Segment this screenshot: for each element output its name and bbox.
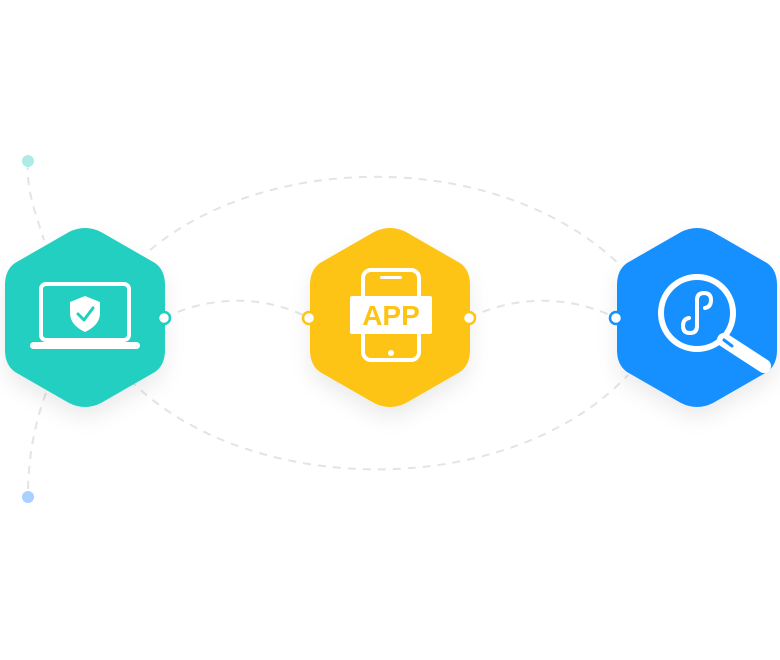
connector-lines — [26, 161, 629, 496]
laptop-shield-icon — [30, 282, 140, 349]
decor-dot-teal — [22, 155, 34, 167]
port-app-right — [461, 310, 477, 326]
mini-program-logo — [680, 290, 714, 336]
port-security-right — [156, 310, 172, 326]
connection-ports — [156, 310, 624, 326]
decor-dot-blue — [22, 491, 34, 503]
link-app-mini-program — [468, 299, 617, 319]
link-security-app — [163, 299, 310, 319]
magnifier-mini-program-icon — [658, 274, 771, 373]
left-bottom-curve — [27, 392, 47, 496]
top-arc — [149, 175, 621, 266]
left-top-curve — [26, 161, 45, 241]
port-app-left — [301, 310, 317, 326]
tablet-app-icon: APP — [350, 268, 432, 362]
port-mini-program-left — [608, 310, 624, 326]
bottom-arc — [129, 374, 629, 471]
app-label: APP — [362, 300, 420, 331]
